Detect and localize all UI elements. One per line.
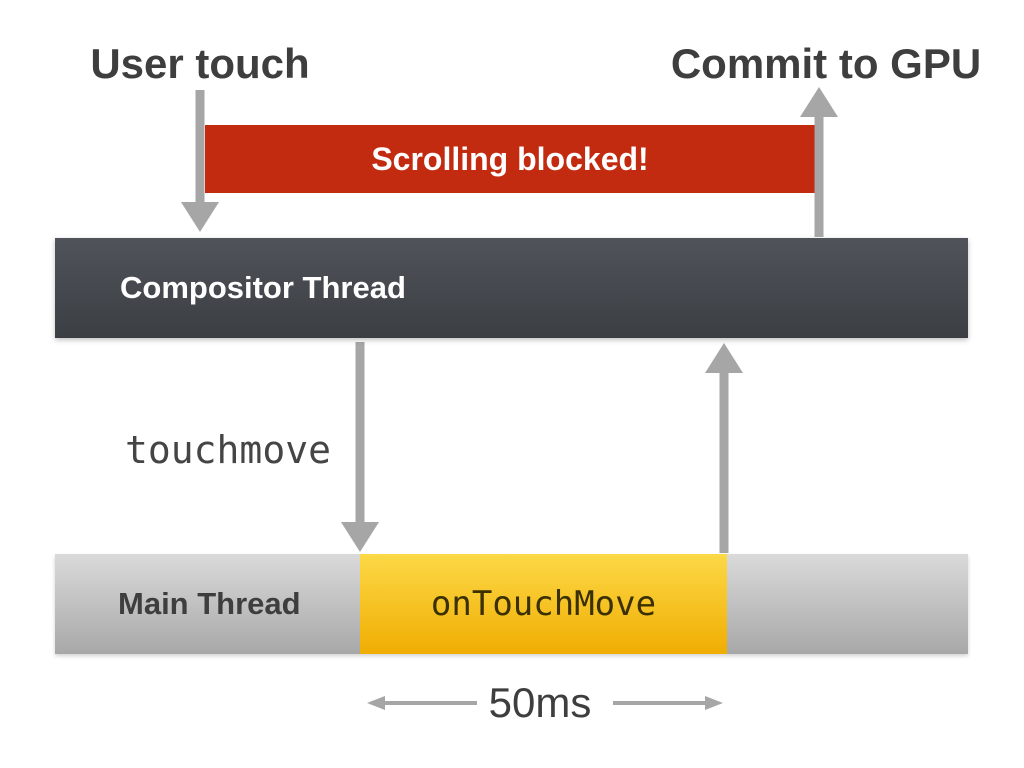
main-thread-reply-up-arrow-icon [705,343,743,553]
user-touch-label: User touch [90,40,310,87]
arrow-head [367,696,385,710]
arrow-head [181,202,219,232]
main-thread-bar: Main Thread onTouchMove [55,554,968,654]
main-thread-label: Main Thread [118,586,301,621]
arrow-head [341,522,379,552]
arrow-shaft [613,701,707,705]
compositor-thread-label: Compositor Thread [120,270,406,305]
duration-left-arrow-icon [367,696,477,710]
arrow-head [705,343,743,373]
duration-label: 50ms [488,679,592,726]
arrow-shaft [383,701,477,705]
touchmove-event-label: touchmove [125,428,331,472]
on-touch-move-busy-segment: onTouchMove [360,554,727,654]
user-touch-down-arrow-icon [181,90,219,232]
commit-to-gpu-label: Commit to GPU [670,40,982,87]
on-touch-move-label: onTouchMove [430,584,657,624]
touchmove-down-arrow-icon [341,342,379,552]
arrow-shaft [355,342,365,524]
arrow-shaft [719,371,729,553]
arrow-head [800,87,838,117]
arrow-shaft [195,90,205,204]
compositor-thread-bar: Compositor Thread [55,238,968,338]
scrolling-blocked-label: Scrolling blocked! [371,140,649,177]
duration-right-arrow-icon [613,696,723,710]
arrow-shaft [814,115,824,237]
commit-to-gpu-up-arrow-icon [800,87,838,237]
arrow-head [705,696,723,710]
scrolling-blocked-banner: Scrolling blocked! [205,125,815,193]
